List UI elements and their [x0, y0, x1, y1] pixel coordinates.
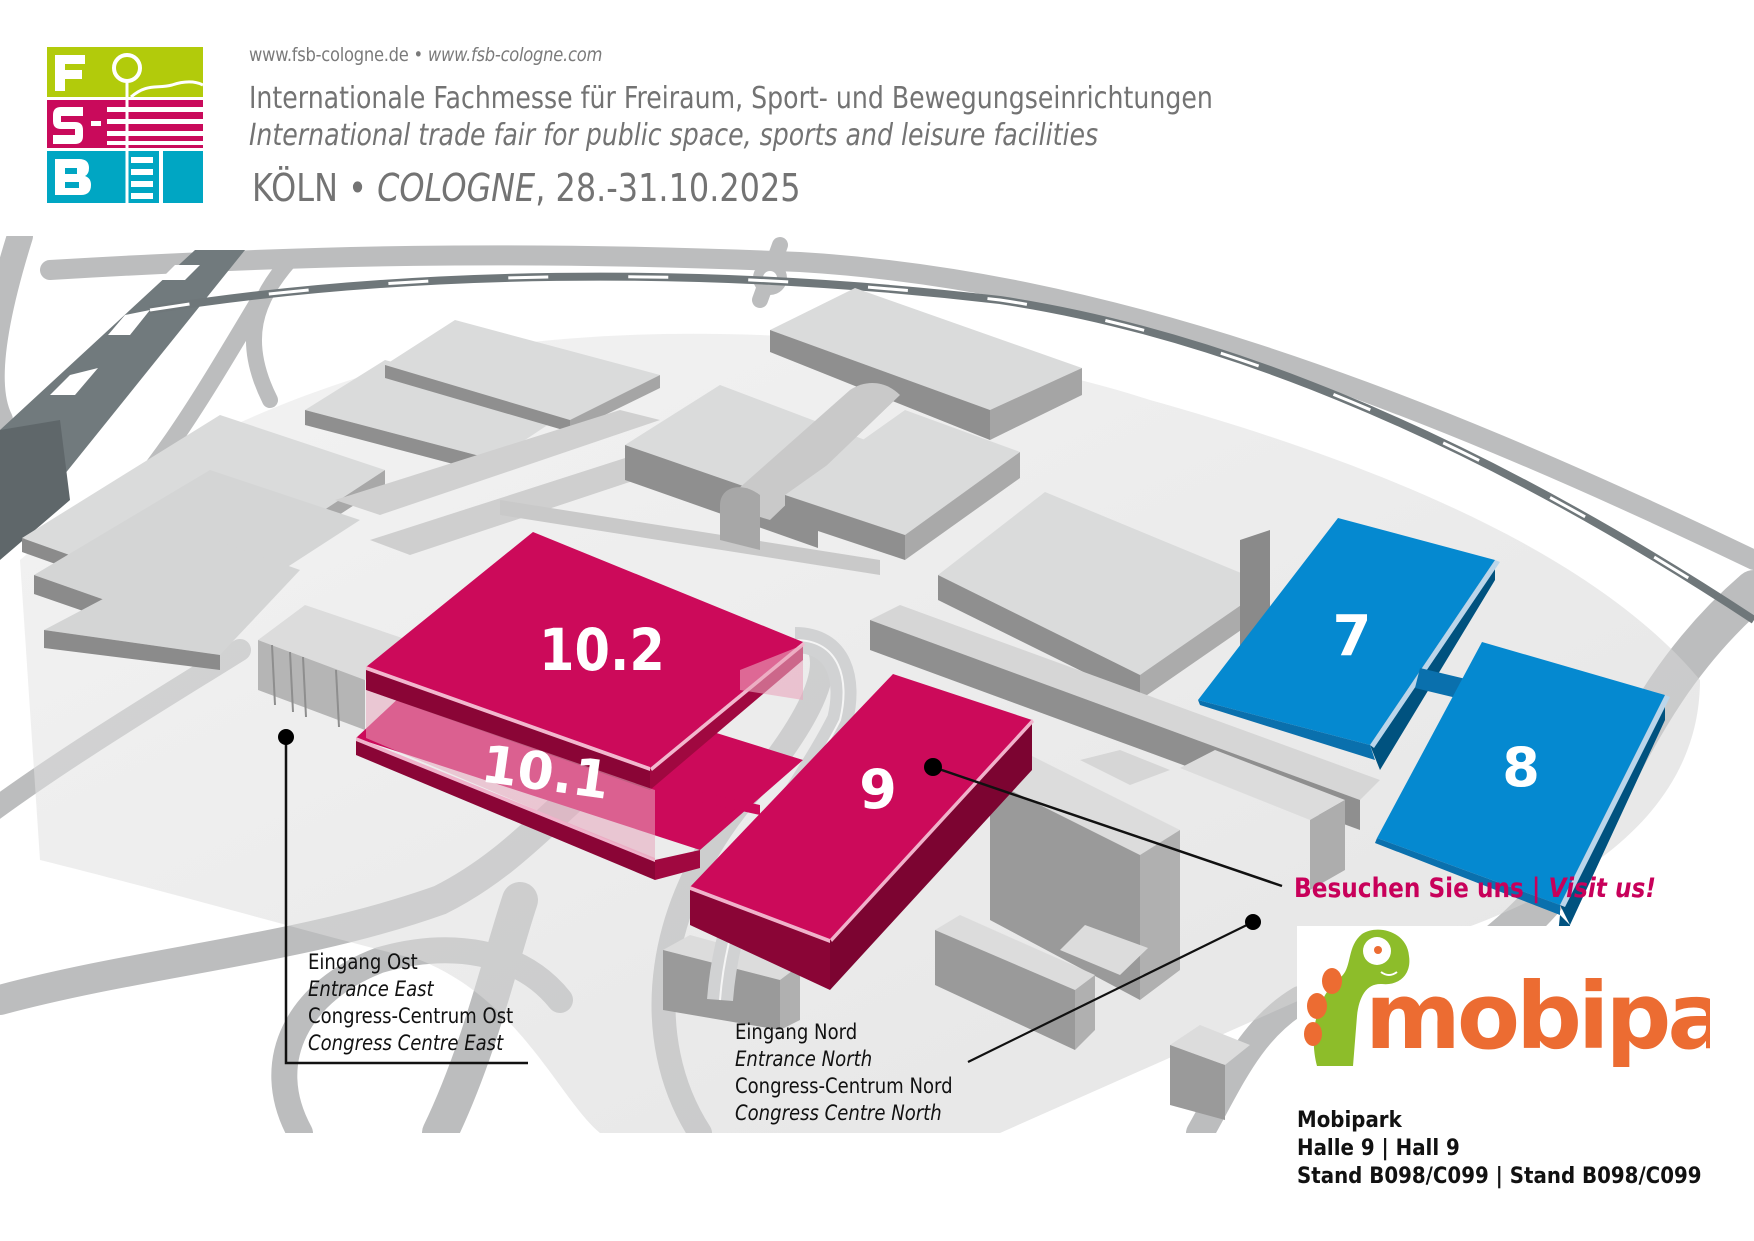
mobipark-wordmark: mobipark: [1365, 963, 1710, 1070]
fsb-logo: [47, 47, 203, 203]
dino-icon: [1313, 929, 1410, 1066]
logo-letter-b: [55, 159, 91, 195]
hall-8[interactable]: [1375, 642, 1670, 960]
congress-north-de: Congress-Centrum Nord: [735, 1074, 953, 1098]
entrance-east-en: Entrance East: [308, 977, 434, 1001]
exhibitor-logo-box: mobipark: [1297, 926, 1754, 1077]
congress-east-de: Congress-Centrum Ost: [308, 1004, 514, 1028]
grey-buildings: [22, 288, 1380, 1120]
header-title-en: International trade fair for public spac…: [249, 118, 1099, 153]
mobipark-logo: mobipark: [1304, 929, 1754, 1070]
visit-us-de: Besuchen Sie uns |: [1294, 873, 1549, 904]
entrance-north-dot: [1245, 914, 1261, 930]
url-separator: •: [408, 44, 428, 66]
hall-7[interactable]: [1198, 518, 1500, 770]
city-separator: •: [337, 166, 378, 210]
header-title-de: Internationale Fachmesse für Freiraum, S…: [249, 81, 1213, 116]
entrance-north-de: Eingang Nord: [735, 1020, 858, 1044]
hall-10-2-label: 10.2: [539, 616, 665, 684]
exhibitor-stand: Stand B098/C099 | Stand B098/C099: [1297, 1164, 1702, 1189]
exhibitor-info: Mobipark Halle 9 | Hall 9 Stand B098/C09…: [1297, 1107, 1702, 1191]
leader-lines: [278, 729, 1283, 1065]
url-com-link[interactable]: www.fsb-cologne.com: [427, 44, 603, 66]
city-en: COLOGNE: [377, 166, 536, 210]
entrance-east-label: Eingang Ost Entrance East Congress-Centr…: [308, 949, 513, 1057]
city-de: KÖLN: [252, 166, 338, 210]
entrance-east-leader: [284, 737, 528, 1065]
railway: [0, 250, 1754, 624]
header-city-dates: KÖLN • COLOGNE, 28.-31.10.2025: [252, 166, 801, 210]
entrance-north-leader: [967, 921, 1254, 1063]
hall-9-dot: [924, 758, 942, 776]
logo-letter-f: [55, 55, 85, 91]
url-de-link[interactable]: www.fsb-cologne.de: [249, 44, 409, 66]
event-dates: , 28.-31.10.2025: [535, 166, 801, 210]
entrance-north-label: Eingang Nord Entrance North Congress-Cen…: [735, 1019, 953, 1127]
header-urls: www.fsb-cologne.de • www.fsb-cologne.com: [249, 44, 602, 66]
visit-us-callout: Besuchen Sie uns | Visit us!: [1294, 873, 1656, 904]
visit-us-en: Visit us!: [1548, 873, 1656, 904]
hall-9-label: 9: [859, 758, 897, 821]
exhibitor-hall: Halle 9 | Hall 9: [1297, 1136, 1460, 1161]
hall-7-label: 7: [1333, 604, 1372, 669]
hall-9[interactable]: [690, 674, 1034, 990]
entrance-east-dot: [278, 729, 294, 745]
logo-letter-s: [53, 107, 83, 144]
exhibitor-name: Mobipark: [1297, 1108, 1402, 1133]
congress-east-en: Congress Centre East: [308, 1031, 504, 1055]
hall-9-leader: [932, 765, 1283, 888]
congress-north-en: Congress Centre North: [735, 1101, 942, 1125]
entrance-north-en: Entrance North: [735, 1047, 873, 1071]
hall-10-2[interactable]: [366, 532, 805, 860]
hall-8-label: 8: [1502, 736, 1540, 799]
entrance-east-de: Eingang Ost: [308, 950, 418, 974]
